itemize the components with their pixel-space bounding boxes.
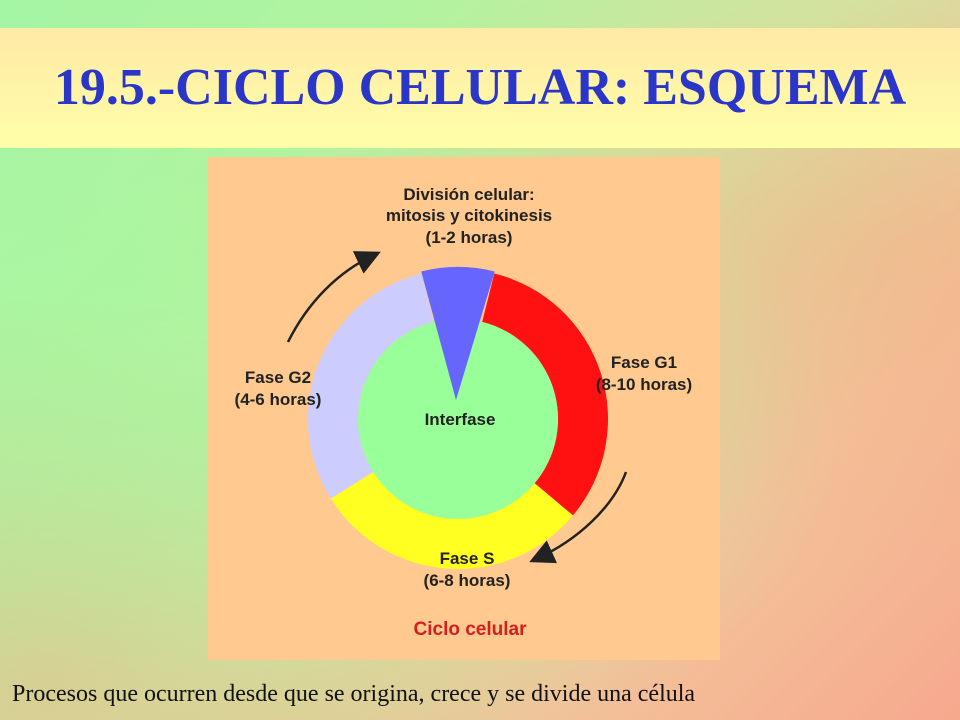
- slide-caption: Procesos que ocurren desde que se origin…: [12, 681, 696, 707]
- phase-ring: [308, 273, 608, 569]
- cycle-arrow-bottom-right: [529, 471, 628, 564]
- g1-label-line1: Fase G1: [611, 353, 677, 372]
- division-label-line3: (1-2 horas): [426, 228, 513, 247]
- phase-g2-segment: [308, 273, 434, 499]
- division-label-line1: División celular:: [403, 185, 534, 204]
- g2-label-line2: (4-6 horas): [235, 390, 322, 409]
- diagram-caption: Ciclo celular: [414, 619, 528, 640]
- cell-cycle-diagram: División celular: mitosis y citokinesis …: [208, 157, 720, 660]
- slide-title: 19.5.-CICLO CELULAR: ESQUEMA: [53, 59, 907, 116]
- g2-label-line1: Fase G2: [245, 368, 311, 387]
- interfase-circle: [358, 319, 558, 519]
- g1-label-line2: (8-10 horas): [596, 375, 692, 394]
- s-label-line2: (6-8 horas): [424, 571, 511, 590]
- interfase-label: Interfase: [425, 410, 496, 429]
- s-label-line1: Fase S: [440, 549, 495, 568]
- phase-g1-segment: [482, 273, 608, 516]
- cell-cycle-svg: División celular: mitosis y citokinesis …: [235, 185, 693, 640]
- division-wedge: [421, 267, 495, 400]
- division-label-line2: mitosis y citokinesis: [386, 206, 552, 225]
- phase-s-segment: [330, 471, 573, 569]
- title-bar: [0, 28, 960, 148]
- cycle-arrow-top-left: [286, 251, 381, 343]
